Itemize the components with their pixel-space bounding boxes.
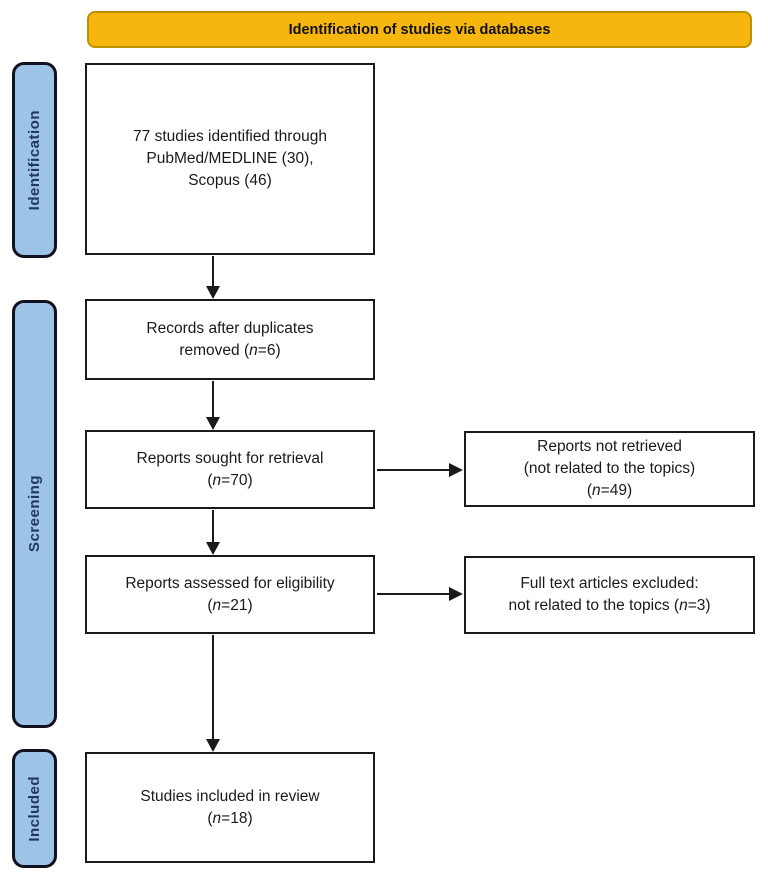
box-reports-not-retrieved-text: Reports not retrieved(not related to the… — [523, 438, 696, 499]
stage-bar-screening: Screening — [12, 300, 57, 728]
box-reports-not-retrieved: Reports not retrieved(not related to the… — [464, 431, 755, 507]
arrow-assessed-to-full-text-excluded — [377, 587, 463, 601]
stage-label-screening: Screening — [26, 475, 43, 553]
box-full-text-excluded: Full text articles excluded:not related … — [464, 556, 755, 634]
box-reports-assessed: Reports assessed for eligibility(n=21) — [85, 555, 375, 634]
box-studies-included: Studies included in review(n=18) — [85, 752, 375, 863]
banner-identification-via-databases: Identification of studies via databases — [87, 11, 752, 48]
arrow-sought-to-assessed — [206, 510, 220, 555]
box-reports-sought-text: Reports sought for retrieval(n=70) — [136, 449, 324, 489]
box-studies-included-text: Studies included in review(n=18) — [140, 787, 320, 827]
box-reports-sought: Reports sought for retrieval(n=70) — [85, 430, 375, 509]
stage-bar-identification: Identification — [12, 62, 57, 258]
banner-label: Identification of studies via databases — [288, 21, 551, 38]
arrow-assessed-to-included — [206, 635, 220, 752]
arrow-identified-to-duplicates — [206, 256, 220, 299]
arrow-duplicates-to-sought — [206, 381, 220, 430]
box-full-text-excluded-text: Full text articles excluded:not related … — [508, 575, 711, 614]
box-reports-assessed-text: Reports assessed for eligibility(n=21) — [125, 574, 335, 614]
stage-bar-included: Included — [12, 749, 57, 868]
stage-label-included: Included — [26, 775, 43, 842]
stage-label-identification: Identification — [26, 109, 43, 211]
arrow-sought-to-not-retrieved — [377, 463, 463, 477]
